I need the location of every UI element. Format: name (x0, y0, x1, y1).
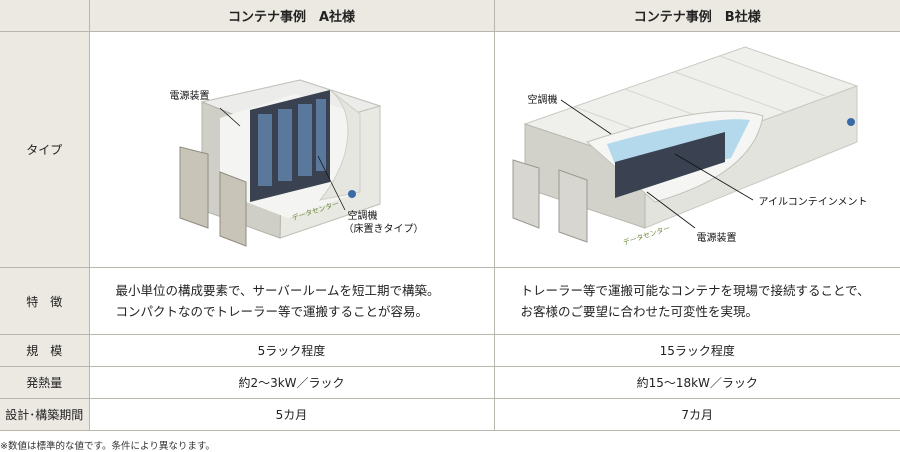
callout-b-ac: 空調機 (527, 95, 558, 106)
callout-a-power: 電源装置 (169, 91, 210, 102)
container-a-illustration: データセンター (179, 79, 382, 247)
period-b: 7カ月 (493, 398, 900, 431)
callout-b-power: 電源装置 (696, 233, 737, 244)
row-label-features: 特 徴 (0, 267, 90, 335)
callout-a-ac-2: （床置きタイプ） (343, 224, 424, 235)
period-a: 5カ月 (88, 398, 495, 431)
row-period: 設計･構築期間 5カ月 7カ月 (0, 398, 900, 431)
row-label-scale: 規 模 (0, 334, 90, 367)
row-label-period: 設計･構築期間 (0, 398, 90, 431)
features-b-line-1: トレーラー等で運搬可能なコンテナを現場で接続することで、 (520, 283, 870, 298)
row-type: タイプ (0, 31, 900, 268)
footnote: ※数値は標準的な値です。条件により異なります。 (0, 441, 215, 452)
row-heat: 発熱量 約2〜3kW／ラック 約15〜18kW／ラック (0, 366, 900, 399)
container-b-illustration: データセンター (512, 46, 858, 247)
features-a: 最小単位の構成要素で、サーバールームを短工期で構築。 コンパクトなのでトレーラー… (88, 267, 495, 335)
type-image-a: データセンター 電源装置 空調機 （床置きタイプ） (88, 31, 495, 268)
features-b-line-2: お客様のご要望に合わせた可変性を実現。 (520, 304, 759, 319)
row-label-heat: 発熱量 (0, 366, 90, 399)
type-image-b: データセンター 空調機 アイルコンテインメント 電源装置 (493, 31, 900, 268)
row-scale: 規 模 5ラック程度 15ラック程度 (0, 334, 900, 367)
features-b: トレーラー等で運搬可能なコンテナを現場で接続することで、 お客様のご要望に合わせ… (493, 267, 900, 335)
header-row: コンテナ事例 A社様 コンテナ事例 B社様 (0, 0, 900, 32)
header-case-a: コンテナ事例 A社様 (88, 0, 495, 32)
callout-b-aisle: アイルコンテインメント (758, 197, 868, 208)
row-features: 特 徴 最小単位の構成要素で、サーバールームを短工期で構築。 コンパクトなのでト… (0, 267, 900, 335)
row-label-type: タイプ (0, 31, 90, 268)
container-comparison-table: コンテナ事例 A社様 コンテナ事例 B社様 タイプ (0, 0, 900, 431)
header-case-b: コンテナ事例 B社様 (493, 0, 900, 32)
scale-a: 5ラック程度 (88, 334, 495, 367)
features-a-line-2: コンパクトなのでトレーラー等で運搬することが容易。 (115, 304, 429, 319)
scale-b: 15ラック程度 (493, 334, 900, 367)
heat-a: 約2〜3kW／ラック (88, 366, 495, 399)
header-empty (0, 0, 90, 32)
heat-b: 約15〜18kW／ラック (493, 366, 900, 399)
features-a-line-1: 最小単位の構成要素で、サーバールームを短工期で構築。 (115, 283, 440, 298)
callout-a-ac-1: 空調機 (347, 211, 378, 222)
